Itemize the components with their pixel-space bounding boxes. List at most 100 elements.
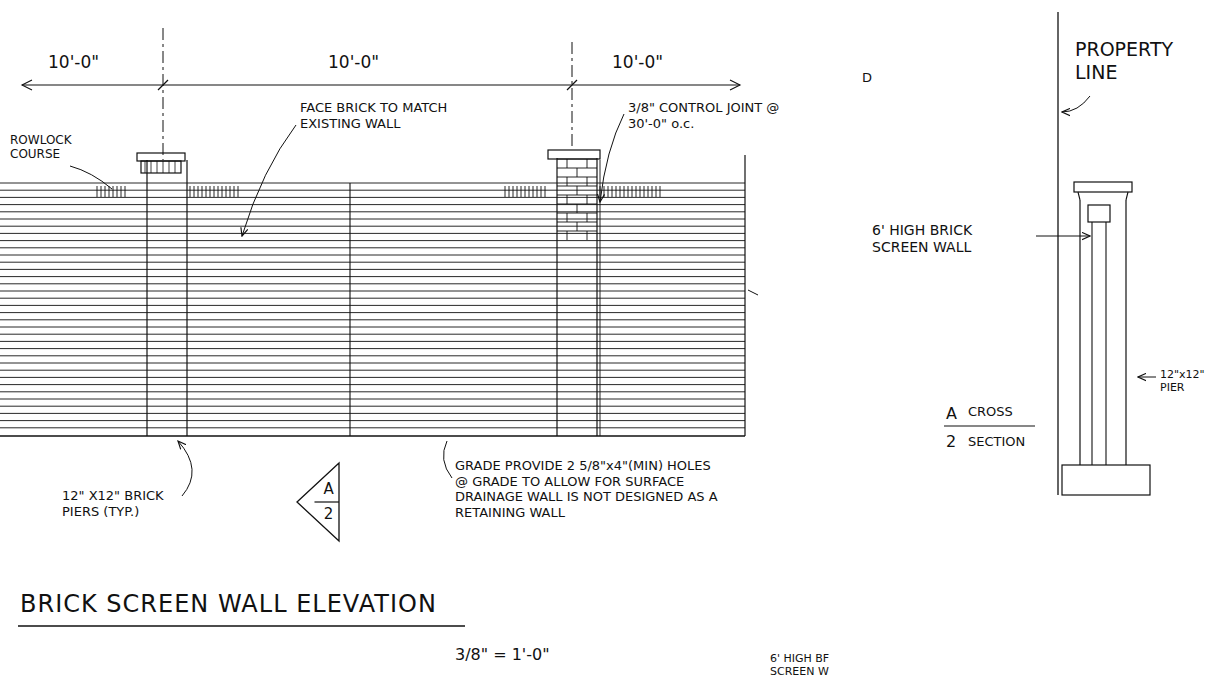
- section-triangle: [296, 462, 340, 542]
- rowlock-brick: [194, 186, 195, 197]
- pier-centerline: [572, 42, 573, 150]
- wall-cap-profile: [1088, 205, 1110, 222]
- callout-note: 12" X12" BRICK PIERS (TYP.): [62, 488, 187, 519]
- rowlock-brick: [206, 186, 207, 197]
- leader-line: [443, 441, 452, 478]
- rowlock-brick: [97, 186, 98, 197]
- brick-course-line: [0, 427, 745, 428]
- pier-edge: [186, 160, 187, 436]
- rowlock-brick: [541, 186, 542, 197]
- rowlock-brick: [644, 186, 645, 197]
- brick-course-line: [0, 413, 745, 414]
- callout-note: 6' HIGH BRICK SCREEN WALL: [872, 222, 1032, 256]
- rowlock-brick: [230, 186, 231, 197]
- sheet-mark: D: [862, 70, 882, 86]
- section-mark: 2: [946, 432, 964, 451]
- pier-brick-joint: [567, 213, 568, 222]
- brick-course-line: [0, 262, 745, 263]
- callout-note: 12"x12" PIER: [1160, 368, 1220, 394]
- grade-line: [0, 435, 745, 437]
- brick-course-line: [0, 183, 745, 184]
- rowlock-brick: [234, 186, 235, 197]
- section-marker-text: 2: [324, 507, 334, 522]
- leader-line: [242, 125, 296, 236]
- triangle-divider: [314, 501, 339, 502]
- rowlock-brick: [652, 186, 653, 197]
- pier-brick-joint: [587, 159, 588, 168]
- callout-note: FACE BRICK TO MATCH EXISTING WALL: [300, 100, 480, 131]
- triangle-outline: [297, 463, 339, 541]
- joint-line: [349, 183, 350, 436]
- rowlock-brick: [616, 186, 617, 197]
- rowlock-brick: [222, 186, 223, 197]
- rowlock-brick: [226, 186, 227, 197]
- rowlock-brick: [648, 186, 649, 197]
- brick-course-line: [0, 348, 745, 349]
- brick-course-line: [0, 283, 745, 284]
- pier-edge: [596, 158, 597, 436]
- leader-line: [1036, 236, 1090, 237]
- rowlock-brick: [202, 186, 203, 197]
- brick-course-line: [0, 269, 745, 270]
- pier-brick-joint: [587, 213, 588, 222]
- wall-profile: [1091, 222, 1092, 465]
- rowlock-brick: [105, 186, 106, 197]
- pier-centerline: [163, 28, 164, 160]
- pier-profile: [1125, 200, 1126, 465]
- dimension-arrow: [22, 80, 32, 90]
- brick-course-line: [0, 363, 745, 364]
- brick-course-line: [0, 319, 745, 320]
- rowlock-brick: [214, 186, 215, 197]
- pier-edge: [556, 158, 557, 436]
- wall-profile: [1105, 222, 1106, 465]
- pier-cap: [137, 153, 185, 161]
- footing: [1062, 465, 1150, 495]
- property-line: [1057, 12, 1058, 495]
- brick-course-line: [0, 240, 745, 241]
- rowlock-brick: [121, 186, 122, 197]
- rowlock-brick: [513, 186, 514, 197]
- rowlock-brick: [210, 186, 211, 197]
- brick-course-line: [0, 305, 745, 306]
- pier-brick-joint: [577, 168, 578, 177]
- brick-course-line: [0, 377, 745, 378]
- rowlock-brick: [640, 186, 641, 197]
- pier-cap-profile: [1074, 182, 1132, 192]
- brick-course-line: [0, 327, 745, 328]
- brick-course-line: [0, 291, 745, 292]
- brick-course-line: [0, 276, 745, 277]
- dimension-line: [22, 84, 740, 85]
- rowlock-brick: [636, 186, 637, 197]
- section-title: CROSS: [968, 404, 1038, 420]
- rowlock-brick: [608, 186, 609, 197]
- brick-course-line: [0, 312, 745, 313]
- title-underline: [18, 625, 465, 627]
- brick-course-line: [0, 334, 745, 335]
- rowlock-brick: [656, 186, 657, 197]
- brick-course-line: [0, 255, 745, 256]
- rowlock-brick: [125, 186, 126, 197]
- pier-brick-joint: [587, 177, 588, 186]
- rowlock-brick: [620, 186, 621, 197]
- brick-course-line: [0, 355, 745, 356]
- rowlock-brick: [521, 186, 522, 197]
- rowlock-brick: [101, 186, 102, 197]
- rowlock-brick: [517, 186, 518, 197]
- pier-brick-joint: [577, 204, 578, 213]
- rowlock-brick: [238, 186, 239, 197]
- pier-brick-course: [557, 195, 597, 196]
- rowlock-brick: [628, 186, 629, 197]
- property-line-label: PROPERTY LINE: [1075, 38, 1210, 84]
- wall-end-line: [744, 155, 745, 436]
- wall-end-tick: [748, 290, 758, 295]
- brick-course-line: [0, 399, 745, 400]
- brick-course-line: [0, 226, 745, 227]
- brick-course-line: [0, 298, 745, 299]
- leader-line: [70, 166, 112, 189]
- brick-course-line: [0, 420, 745, 421]
- leader-line: [1062, 96, 1090, 112]
- rowlock-brick: [509, 186, 510, 197]
- pier-brick-course: [557, 177, 597, 178]
- drainage-note: GRADE PROVIDE 2 5/8"x4"(MIN) HOLES @ GRA…: [455, 458, 725, 520]
